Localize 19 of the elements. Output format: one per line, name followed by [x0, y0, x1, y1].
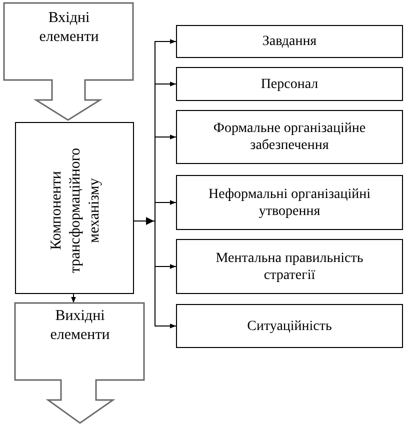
node-label: Вхідні елементи — [38, 9, 100, 47]
process-box — [15, 122, 134, 294]
process-box — [176, 175, 403, 230]
node-label: Завдання — [261, 33, 318, 50]
process-box — [176, 67, 403, 101]
process-box — [176, 110, 403, 164]
arrow — [71, 294, 76, 304]
node-label: Ментальна правильність стратегії — [214, 250, 364, 284]
node-label: Формальне організаційне забезпечення — [212, 120, 367, 154]
process-box — [176, 25, 403, 58]
node-label: Персонал — [260, 76, 320, 92]
node-label: Ситуаційність — [246, 318, 333, 334]
output-arrow-box — [15, 303, 145, 424]
node-label: Компоненти трансформаційного механізму — [47, 146, 103, 276]
node-label: Неформальні організаційні утворення — [207, 186, 372, 220]
process-box — [176, 239, 403, 294]
input-arrow-box — [4, 3, 134, 121]
node-label: Вихідні елементи — [49, 307, 111, 345]
process-box — [176, 304, 403, 348]
